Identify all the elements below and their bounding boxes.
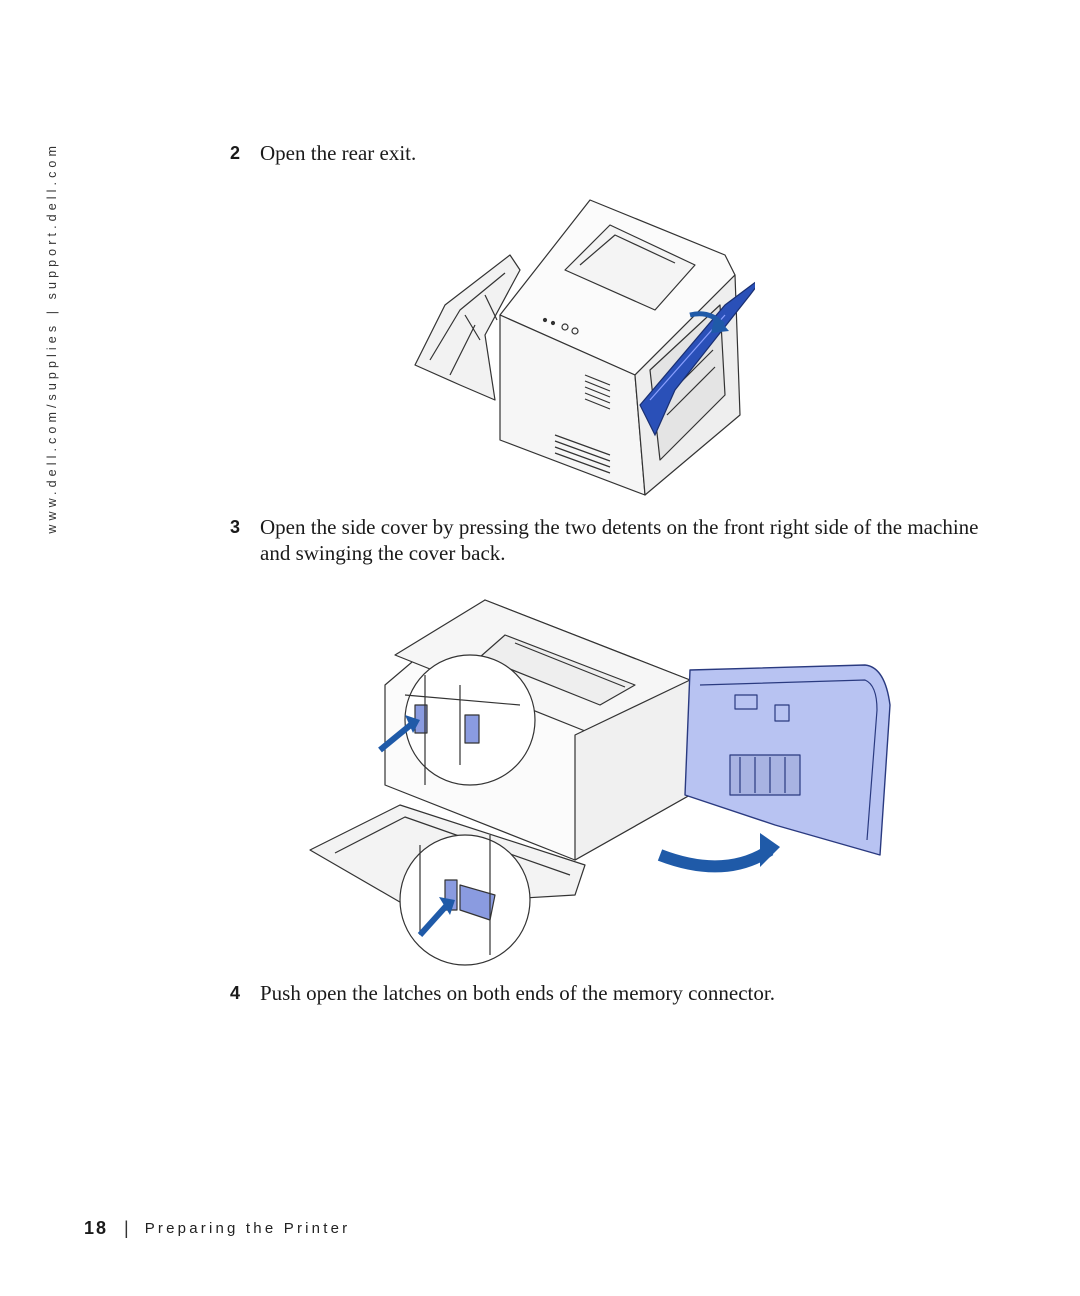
- step-number: 4: [230, 983, 241, 1003]
- step-number: 2: [230, 143, 241, 163]
- step-2: 2 Open the rear exit.: [230, 140, 416, 166]
- rear-exit-illustration: [414, 199, 755, 496]
- sidebar-url: www.dell.com/supplies | support.dell.com: [40, 142, 64, 542]
- section-title: Preparing the Printer: [144, 1220, 351, 1237]
- step-text: Open the rear exit.: [260, 141, 417, 165]
- step-3: 3 Open the side cover by pressing the tw…: [230, 514, 990, 566]
- step-4: 4 Push open the latches on both ends of …: [230, 980, 775, 1006]
- page-number: 18: [84, 1218, 109, 1238]
- step-text: Open the side cover by pressing the two …: [260, 515, 979, 565]
- step-text: Push open the latches on both ends of th…: [260, 981, 775, 1005]
- footer-separator: |: [124, 1218, 129, 1238]
- step-number: 3: [230, 517, 241, 537]
- side-cover-illustration: [309, 599, 891, 966]
- page-footer: 18 | Preparing the Printer: [84, 1218, 350, 1239]
- sidebar-url-text: www.dell.com/supplies | support.dell.com: [45, 142, 59, 534]
